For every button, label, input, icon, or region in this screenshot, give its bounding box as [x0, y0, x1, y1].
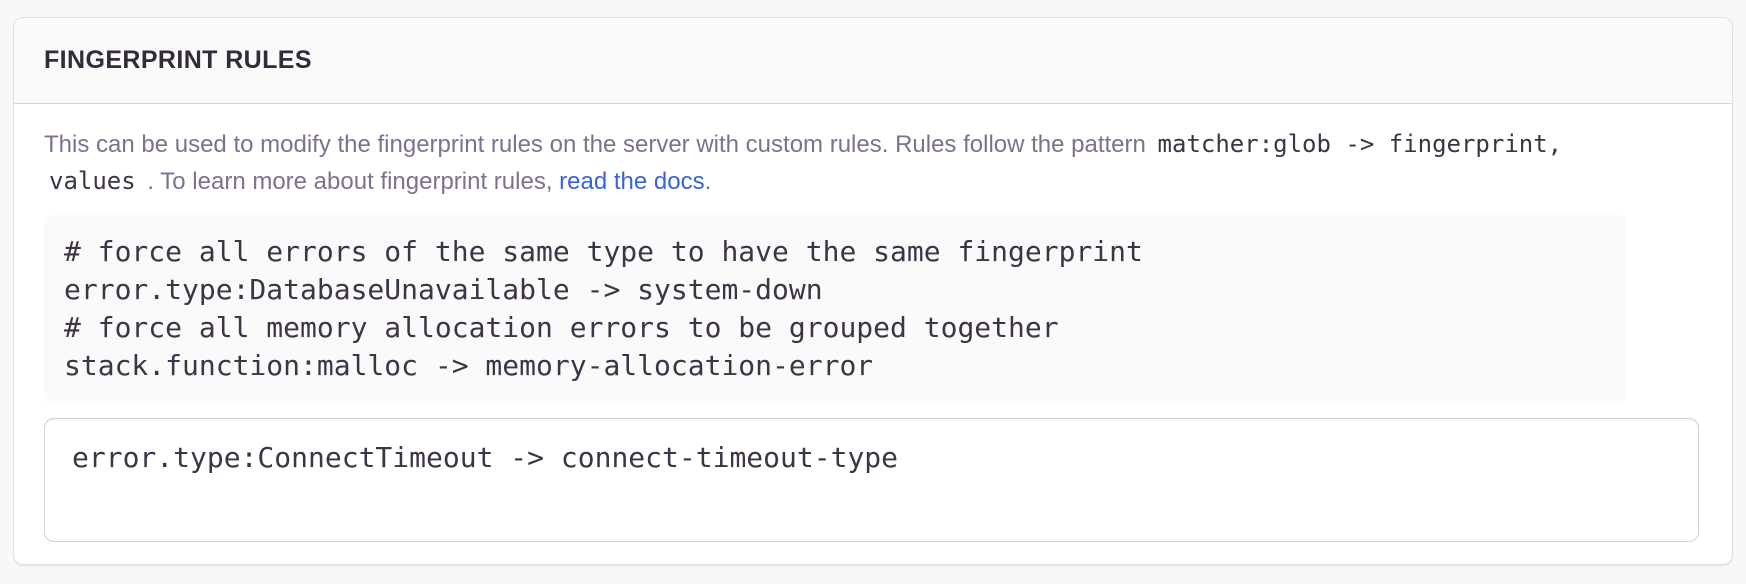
example-code-block: # force all errors of the same type to h…: [44, 215, 1626, 403]
description-text: This can be used to modify the fingerpri…: [44, 126, 1699, 200]
description-before: This can be used to modify the fingerpri…: [44, 131, 1146, 158]
pattern-code-part2: values: [49, 167, 136, 195]
description-after: . To learn more about fingerprint rules,: [147, 168, 553, 195]
read-the-docs-link[interactable]: read the docs: [559, 168, 705, 195]
panel-title: FINGERPRINT RULES: [44, 46, 312, 74]
fingerprint-rules-panel: FINGERPRINT RULES This can be used to mo…: [13, 17, 1733, 565]
pattern-code-part1: matcher:glob -> fingerprint,: [1157, 130, 1563, 158]
fingerprint-rules-textarea[interactable]: error.type:ConnectTimeout -> connect-tim…: [44, 418, 1699, 542]
panel-header: FINGERPRINT RULES: [14, 18, 1732, 104]
sentence-period: .: [704, 168, 712, 195]
panel-body: This can be used to modify the fingerpri…: [14, 104, 1732, 564]
